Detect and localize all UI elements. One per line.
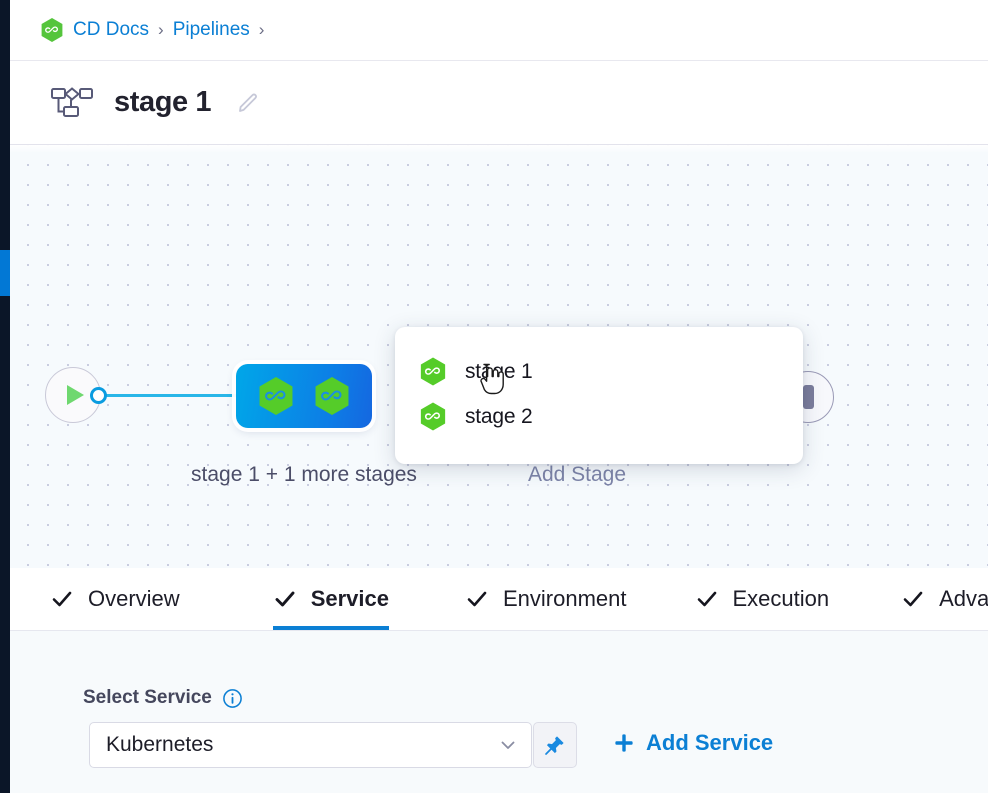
tab-label: Service xyxy=(310,586,389,611)
breadcrumb-item-cd-docs[interactable]: CD Docs xyxy=(73,19,150,40)
check-icon xyxy=(903,591,923,607)
stage-group-caption: stage 1 + 1 more stages xyxy=(191,463,417,486)
check-icon xyxy=(697,591,716,607)
popup-item-stage-1[interactable]: stage 1 xyxy=(395,349,803,394)
pencil-edit-icon[interactable] xyxy=(235,90,261,116)
tab-label: Environment xyxy=(502,586,627,611)
popup-item-label: stage 1 xyxy=(465,359,533,383)
add-stage-label[interactable]: Add Stage xyxy=(527,463,627,486)
harness-hexagon-icon xyxy=(420,357,446,386)
page-title: stage 1 xyxy=(114,86,212,118)
select-service-label: Select Service xyxy=(83,687,212,708)
breadcrumb-item-pipelines[interactable]: Pipelines xyxy=(172,19,250,40)
plus-icon xyxy=(615,734,633,752)
tab-service[interactable]: Service xyxy=(272,568,390,630)
harness-hexagon-icon xyxy=(259,377,293,415)
add-service-button[interactable]: Add Service xyxy=(613,730,773,756)
stop-bar-icon xyxy=(802,385,814,409)
left-nav-rail-active-indicator[interactable] xyxy=(0,250,10,296)
breadcrumb-separator: › xyxy=(158,20,164,39)
harness-hexagon-icon xyxy=(41,18,63,42)
info-circle-icon[interactable] xyxy=(222,688,243,709)
tab-advanced[interactable]: Advanced xyxy=(901,568,988,630)
tab-label: Advanced xyxy=(939,586,988,611)
add-service-label: Add Service xyxy=(646,730,774,755)
harness-hexagon-icon xyxy=(315,377,349,415)
play-triangle-icon xyxy=(67,385,84,405)
pointing-hand-cursor xyxy=(480,363,504,395)
pin-service-button[interactable] xyxy=(533,722,577,768)
stage-config-tabs: Overview Service Environment Execution A… xyxy=(10,568,988,631)
pin-icon xyxy=(545,736,564,755)
left-nav-rail xyxy=(0,0,10,793)
check-icon xyxy=(275,591,295,607)
connector-line xyxy=(104,394,239,397)
popup-item-stage-2[interactable]: stage 2 xyxy=(395,394,803,439)
select-service-dropdown[interactable]: Kubernetes xyxy=(89,722,532,768)
tab-overview[interactable]: Overview xyxy=(50,568,180,630)
check-icon xyxy=(52,591,72,607)
start-node-port[interactable] xyxy=(90,387,107,404)
tab-label: Execution xyxy=(732,586,830,611)
stage-header: stage 1 xyxy=(10,61,988,145)
harness-hexagon-icon xyxy=(420,402,446,431)
stage-group-node[interactable] xyxy=(236,364,372,428)
pipeline-stage-diagram-icon xyxy=(51,86,93,117)
tab-environment[interactable]: Environment xyxy=(465,568,627,630)
breadcrumb-separator: › xyxy=(258,20,265,39)
stage-list-popup[interactable]: stage 1 stage 2 xyxy=(395,327,803,464)
select-service-value: Kubernetes xyxy=(106,733,214,756)
pipeline-start-node[interactable] xyxy=(45,367,101,423)
canvas-top-fade xyxy=(10,145,988,153)
breadcrumb: CD Docs › Pipelines › xyxy=(10,0,988,61)
service-config-panel: Select Service Kubernetes A xyxy=(10,631,988,793)
check-icon xyxy=(467,591,487,607)
select-service-label-row: Select Service xyxy=(83,687,243,709)
chevron-down-icon[interactable] xyxy=(497,734,519,756)
popup-item-label: stage 2 xyxy=(465,404,533,428)
tab-execution[interactable]: Execution xyxy=(695,568,830,630)
tab-label: Overview xyxy=(88,586,180,611)
